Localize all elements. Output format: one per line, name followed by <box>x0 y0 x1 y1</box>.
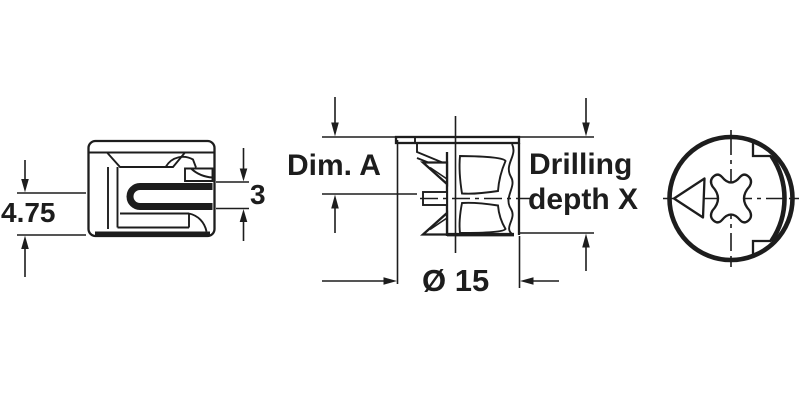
section-panel-lower <box>458 201 507 234</box>
dimension-arrowhead <box>383 277 397 285</box>
top-view-cross-drive <box>709 173 753 224</box>
section-view-dimensions: Dim. A Ø 15 Drilling depth X <box>287 97 638 298</box>
drilling-depth-label-line2: depth X <box>528 183 638 216</box>
dim-height-label: 4.75 <box>1 197 56 228</box>
section-tooth-upper-detail <box>429 166 448 180</box>
top-view-cam-slot-arc <box>769 154 787 243</box>
side-view-upper-right-arc <box>190 167 213 179</box>
side-view-drawing <box>87 139 216 238</box>
section-panel-upper <box>458 155 507 195</box>
dim-slot-label: 3 <box>250 179 266 210</box>
dimension-arrowhead <box>520 277 534 285</box>
dim-a-label: Dim. A <box>287 149 381 182</box>
dimension-arrowhead <box>582 233 590 248</box>
top-view-pointer-triangle <box>672 177 706 219</box>
section-break-line <box>507 143 515 235</box>
section-tooth-lower <box>419 210 449 236</box>
dimension-arrowhead <box>239 209 248 222</box>
side-view-dimensions: 4.75 3 <box>1 148 266 277</box>
section-flange <box>394 135 521 145</box>
side-view-left-channel-lines <box>107 167 119 229</box>
side-view-lower-right-arc <box>188 212 208 232</box>
section-tooth-lower-detail <box>429 217 448 231</box>
dimension-arrowhead <box>331 194 339 209</box>
section-view-drawing <box>394 116 531 253</box>
section-tooth-upper <box>419 161 449 187</box>
dimension-arrowhead <box>582 122 590 137</box>
top-view-drawing <box>663 130 799 267</box>
side-view-upper-curl <box>165 155 197 168</box>
top-view-slot-upper-edge <box>751 143 772 158</box>
side-view-trapezoid-detail <box>104 151 188 168</box>
diameter-label: Ø 15 <box>422 263 489 298</box>
side-view-upper-right-box <box>184 167 214 182</box>
side-view-cam-slot <box>126 183 213 210</box>
top-view-slot-lower-edge <box>751 239 772 254</box>
drilling-depth-label-line1: Drilling <box>529 148 632 181</box>
dimension-arrowhead <box>331 122 339 137</box>
dimension-arrowhead <box>239 168 248 182</box>
dimension-arrowhead <box>21 235 29 249</box>
dimension-arrowhead <box>21 179 29 193</box>
